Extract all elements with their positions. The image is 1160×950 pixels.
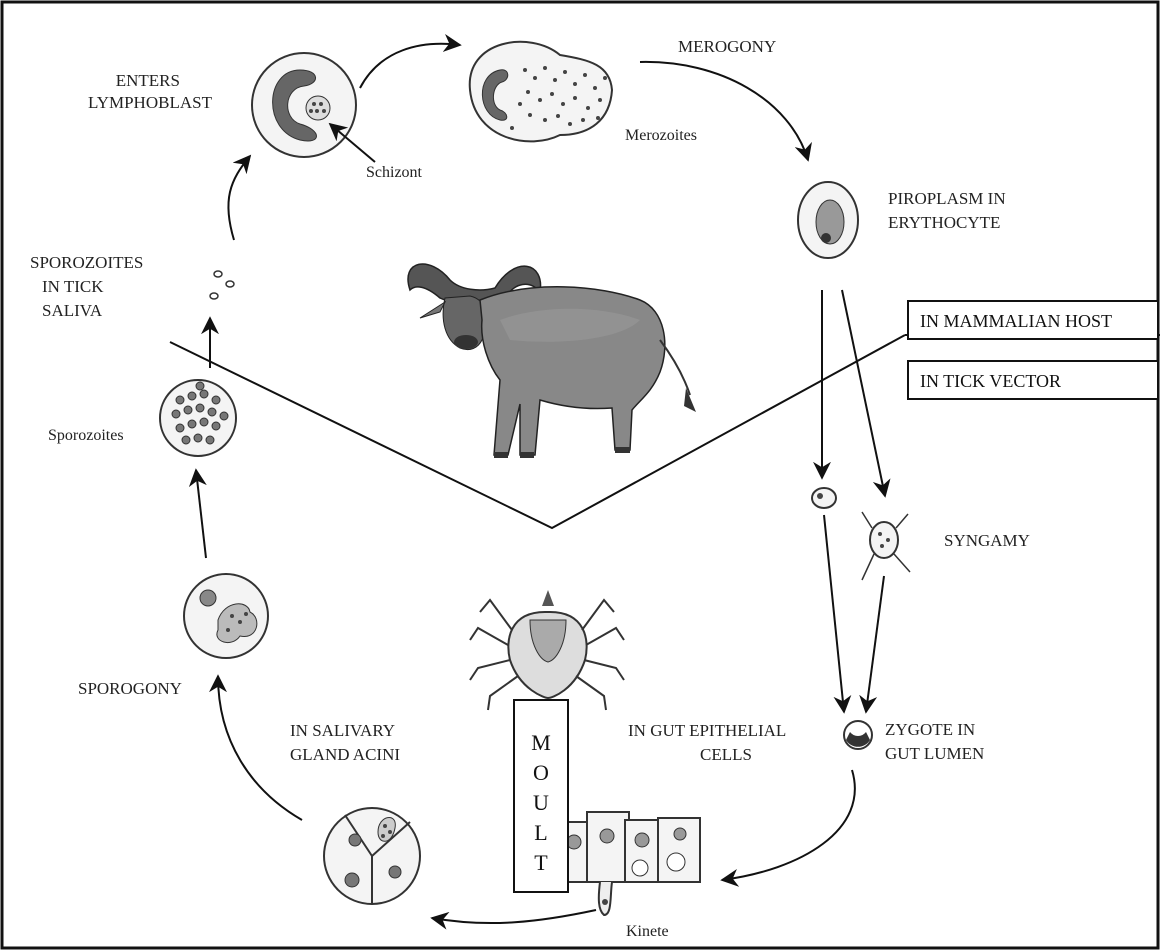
moult-letter: L [534,820,547,845]
lymphoblast-cell [252,53,356,157]
kinete-label: Kinete [626,923,669,940]
sporogony-label: SPOROGONY [78,679,182,698]
moult-letter: T [534,850,548,875]
salivary-acini-cell [324,808,420,904]
piroplasm-label: PIROPLASM IN ERYTHOCYTE [888,189,1010,232]
arrow-lymphoblast-merogony [360,44,460,88]
arrow-merogony-piroplasm [640,62,808,160]
arrow-gamete-zygote-2 [866,576,884,712]
arrow-zygote-gut-cells [722,770,855,880]
merogony-cell [470,42,612,142]
sporozoites-saliva-label: SPOROZOITES IN TICK SALIVA [30,253,148,320]
arrow-saliva-lymphoblast [228,156,250,240]
buffalo-icon [408,264,696,458]
merogony-label: MEROGONY [678,37,776,56]
schizont-label: Schizont [366,164,423,181]
gut-epithelial-label: IN GUT EPITHELIAL CELLS [628,721,790,764]
gamete-ray-body [862,512,910,580]
sporozoites-cell [160,380,236,456]
syngamy-label: SYNGAMY [944,531,1030,550]
mammalian-host-box: IN MAMMALIAN HOST [908,301,1158,339]
arrow-gamete-zygote-1 [824,515,844,712]
moult-letter: O [533,760,549,785]
moult-letter: M [531,730,551,755]
arrow-gut-salivary [432,910,596,923]
moult-letter: U [533,790,549,815]
sporogony-cell [184,574,268,658]
erythrocyte-cell [798,182,858,258]
moult-box: M O U L T [514,700,568,892]
tick-vector-label: IN TICK VECTOR [920,371,1061,391]
zygote-label: ZYGOTE IN GUT LUMEN [885,720,984,763]
enters-lymphoblast-label: ENTERS LYMPHOBLAST [88,71,213,112]
zygote-cell [844,721,872,749]
arrow-sporogony-sporozoites [196,470,206,558]
tick-icon [470,590,624,710]
salivary-gland-label: IN SALIVARY GLAND ACINI [290,721,400,764]
gut-epithelial-cells [556,795,700,915]
sporozoites-label: Sporozoites [48,427,124,444]
saliva-sporozoites [210,271,234,299]
tick-vector-box: IN TICK VECTOR [908,361,1158,399]
merozoites-label: Merozoites [625,127,697,144]
arrow-piroplasm-gamete-2 [842,290,885,496]
gamete-round [812,488,836,508]
mammalian-host-label: IN MAMMALIAN HOST [920,311,1112,331]
